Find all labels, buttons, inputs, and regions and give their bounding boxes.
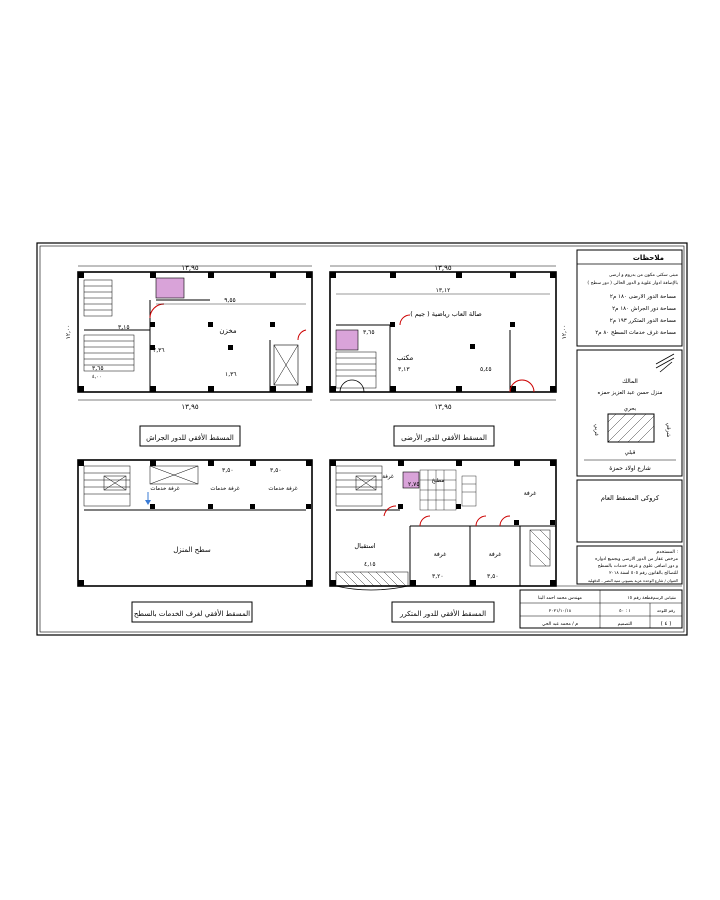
owner-label: المالك xyxy=(622,378,638,385)
drawing-no-label: رقم اللوحة xyxy=(657,608,675,613)
typical-dim: ٢,٧٥ xyxy=(408,481,420,488)
garage-dim: ٤,٠٠ xyxy=(92,374,102,380)
garage-dim: ٣,١٥ xyxy=(118,324,130,331)
legal-line: المستخدم : xyxy=(656,550,678,555)
site-plot-hatch xyxy=(607,413,655,443)
garage-dim: ١,٣٦ xyxy=(225,371,237,378)
roof-room-service: غرفة خدمات xyxy=(268,486,297,492)
outer-border xyxy=(36,242,688,636)
scale-label: مقياس الرسم xyxy=(653,595,676,600)
ground-depth: ١٢,٠٠ xyxy=(561,325,568,340)
garage-outline xyxy=(77,271,313,393)
roof-room-service: غرفة خدمات xyxy=(210,486,239,492)
site-north: قبلي xyxy=(625,450,636,456)
roof-dim: ٣,٥٠ xyxy=(270,467,282,474)
typical-room: غرفة xyxy=(382,474,394,480)
legal-line: للتصالح بالقانون رقم ٥٠٥ لسنة ٢٠١٨ xyxy=(609,571,678,576)
notes-header: ملاحظات xyxy=(633,254,664,262)
address-line: العنوان / شارع الوحدة عزبة بسيونى منية ا… xyxy=(588,578,678,583)
site-plot xyxy=(607,413,655,443)
title-block xyxy=(519,589,683,629)
ground-outline xyxy=(329,271,557,393)
site-west: غربي xyxy=(593,424,599,436)
plan-garage: ١٣,٩٥ xyxy=(65,264,313,411)
garage-depth: ١٢,٠٠ xyxy=(65,325,72,340)
garage-bottom-width: ١٣,٩٥ xyxy=(181,403,199,411)
typical-wc xyxy=(402,471,420,489)
notes-intro-line: بالإضافة ادوار علوية و الدور الحالى ( دو… xyxy=(587,280,678,286)
roof-deck-label: سطح المنزل xyxy=(173,546,211,554)
north-arrow-icon xyxy=(655,353,675,373)
scale-value: ١ : ٥٠ xyxy=(619,609,631,614)
typical-room: غرفة xyxy=(524,490,537,497)
ground-inner-width: ١٣,١٢ xyxy=(436,287,451,294)
approval-name: مهندس محمد احمد البنا xyxy=(538,596,583,601)
date-value: ٢٠٢١/١٠/١٨ xyxy=(549,608,572,614)
typical-dim: ٣,٢٠ xyxy=(432,573,444,580)
roof-outline xyxy=(77,459,313,587)
inner-border xyxy=(39,245,685,633)
ground-bottom-width: ١٣,٩٥ xyxy=(434,403,452,411)
plot-number: قطعة رقم ١٥ xyxy=(627,596,652,601)
ground-overall-width: ١٣,٩٥ xyxy=(434,264,452,272)
roof-caption-box xyxy=(131,601,253,623)
notes-area-line: مساحة الدور المتكرر ١٩٣ م٢ xyxy=(610,317,676,324)
typical-caption: المسقط الأفقي للدور المتكرر xyxy=(399,609,486,618)
typical-room-kitchen: مطبخ xyxy=(432,478,445,484)
typical-dim: ٣,٥٠ xyxy=(487,573,499,580)
designer-label: التصميم xyxy=(618,622,633,627)
site-east: شرقي xyxy=(665,423,671,438)
project-title-box xyxy=(576,479,683,543)
garage-caption-box xyxy=(139,425,241,447)
plan-typical: مطبخ استقبال غرفة غرفة غرفة غرفة ٢,٧٥ ٣,… xyxy=(329,459,557,591)
ground-dim: ٥,٤٥ xyxy=(480,366,492,373)
ground-room-office: مكتب xyxy=(397,354,414,362)
site-south: بحري xyxy=(624,406,637,412)
notes-area-line: مساحة غرف خدمات السطح ٨٠ م٢ xyxy=(595,330,676,336)
typical-room: غرفة xyxy=(434,551,447,558)
plan-roof: غرفة خدمات غرفة خدمات غرفة خدمات ٣,٥٠ ٣,… xyxy=(77,459,313,587)
ground-room-gym: صالة العاب رياضية ( جيم ) xyxy=(410,310,482,318)
street-name: شارع اولاد حمزة xyxy=(609,465,650,472)
plan-ground: ١٣,٩٥ ١٣,١٢ صالة ال xyxy=(329,264,568,411)
garage-wc xyxy=(155,277,185,299)
garage-inner-width: ٩,٥٥ xyxy=(224,297,236,304)
ground-wc xyxy=(335,329,359,351)
ground-caption: المسقط الأفقي للدور الأرضى xyxy=(401,433,487,442)
project-title: كروكى المسقط العام xyxy=(601,494,660,502)
garage-caption: المسقط الأفقي للدور الجراش xyxy=(146,433,234,442)
owner-name: منزل حسن عبد العزيز حمزه xyxy=(598,390,663,396)
notes-intro-line: مبنى سكنى مكون من بدروم و ارضى xyxy=(609,272,679,278)
roof-dim: ٣,٥٠ xyxy=(222,467,234,474)
typical-room: غرفة xyxy=(489,551,502,558)
typical-room-reception: استقبال xyxy=(354,542,375,550)
typical-caption-box xyxy=(391,601,495,623)
notes-area-line: مساحة الدور الارضى ١٨٠ م٢ xyxy=(610,294,676,300)
legal-box xyxy=(576,545,683,585)
roof-caption: المسقط الأفقي لغرف الخدمات بالسطح xyxy=(134,609,250,618)
designer-name: م / محمد عبد الحي xyxy=(542,621,578,627)
ground-dim: ٣,٦٥ xyxy=(363,329,375,336)
typical-dim: ٤,١٥ xyxy=(364,561,376,568)
site-sketch-box xyxy=(576,349,683,477)
drawing-number: ( ٤ ) xyxy=(661,621,672,627)
garage-overall-width: ١٣,٩٥ xyxy=(181,264,199,272)
garage-dim: ٢,٣٦ xyxy=(153,347,165,354)
garage-dim: ٣,٦٥ xyxy=(92,365,104,372)
ground-dim: ٣,١٣ xyxy=(398,366,410,373)
legal-line: و دور اضافى علوى و غرفة خدمات بالسطح xyxy=(598,564,678,569)
notes-box xyxy=(576,249,683,347)
garage-room-store: مخزن xyxy=(219,327,237,335)
ground-caption-box xyxy=(393,425,495,447)
roof-room-service: غرفة خدمات xyxy=(150,486,179,492)
notes-area-line: مساحة دور الجراش ١٨٠ م٢ xyxy=(612,306,676,312)
legal-line: مرخص عقار من الدور الارضى وبجميع ادواره xyxy=(595,557,678,562)
